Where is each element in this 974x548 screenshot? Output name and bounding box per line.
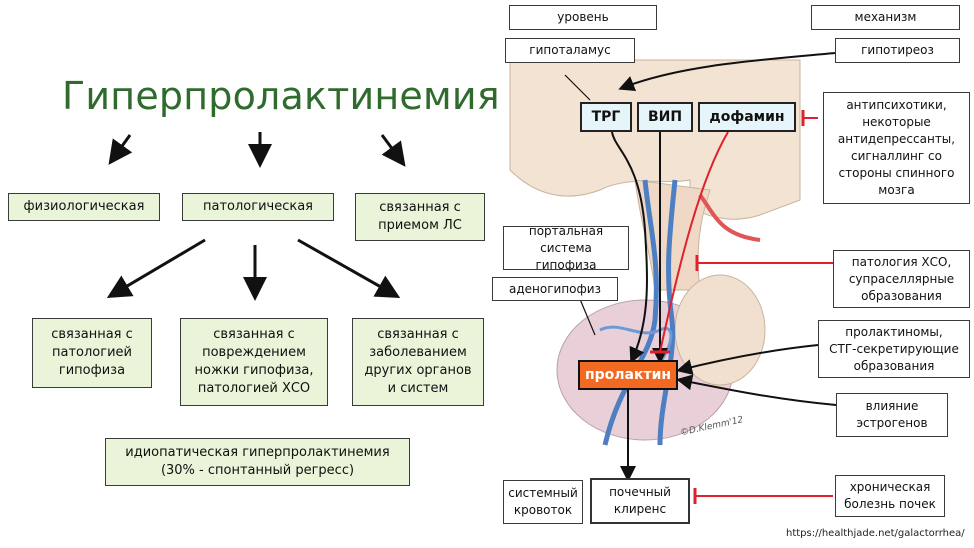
- label-hypothalamus: гипоталамус: [505, 38, 635, 63]
- type-pathological: патологическая: [182, 193, 334, 221]
- label-ckd: хроническая болезнь почек: [835, 475, 945, 517]
- portal-vessels: [602, 179, 659, 446]
- prolactin-box: пролактин: [578, 360, 678, 390]
- label-hso-pathology: патология ХСО, супраселлярные образовани…: [833, 250, 970, 308]
- hormone-vip: ВИП: [637, 102, 693, 132]
- hypothalamus-shape: [509, 59, 801, 220]
- cause-other-organs: связанная с заболеванием других органов …: [352, 318, 484, 406]
- hormone-trh: ТРГ: [580, 102, 632, 132]
- label-adenohypophysis: аденогипофиз: [492, 277, 618, 301]
- hormone-dopamine: дофамин: [698, 102, 796, 132]
- page-title: Гиперпролактинемия: [62, 74, 500, 118]
- source-url[interactable]: https://healthjade.net/galactorrhea/: [786, 528, 965, 539]
- idiopathic-box: идиопатическая гиперпролактинемия (30% -…: [105, 438, 410, 486]
- cause-pituitary: связанная с патологией гипофиза: [32, 318, 152, 388]
- label-estrogens: влияние эстрогенов: [836, 393, 948, 437]
- cause-stalk-damage: связанная с повреждением ножки гипофиза,…: [180, 318, 328, 406]
- type-physiological: физиологическая: [8, 193, 160, 221]
- label-systemic-blood: системный кровоток: [503, 480, 583, 524]
- label-dopamine-blockers: антипсихотики, некоторые антидепрессанты…: [823, 92, 970, 204]
- type-drug-related: связанная с приемом ЛС: [355, 193, 485, 241]
- header-level: уровень: [509, 5, 657, 30]
- label-portal-system: портальная система гипофиза: [503, 224, 629, 272]
- label-hypothyroidism: гипотиреоз: [835, 38, 960, 63]
- label-renal-clearance: почечный клиренс: [590, 478, 690, 524]
- label-prolactinomas: пролактиномы, СТГ-секретирующие образова…: [818, 320, 970, 378]
- header-mechanism: механизм: [811, 5, 960, 30]
